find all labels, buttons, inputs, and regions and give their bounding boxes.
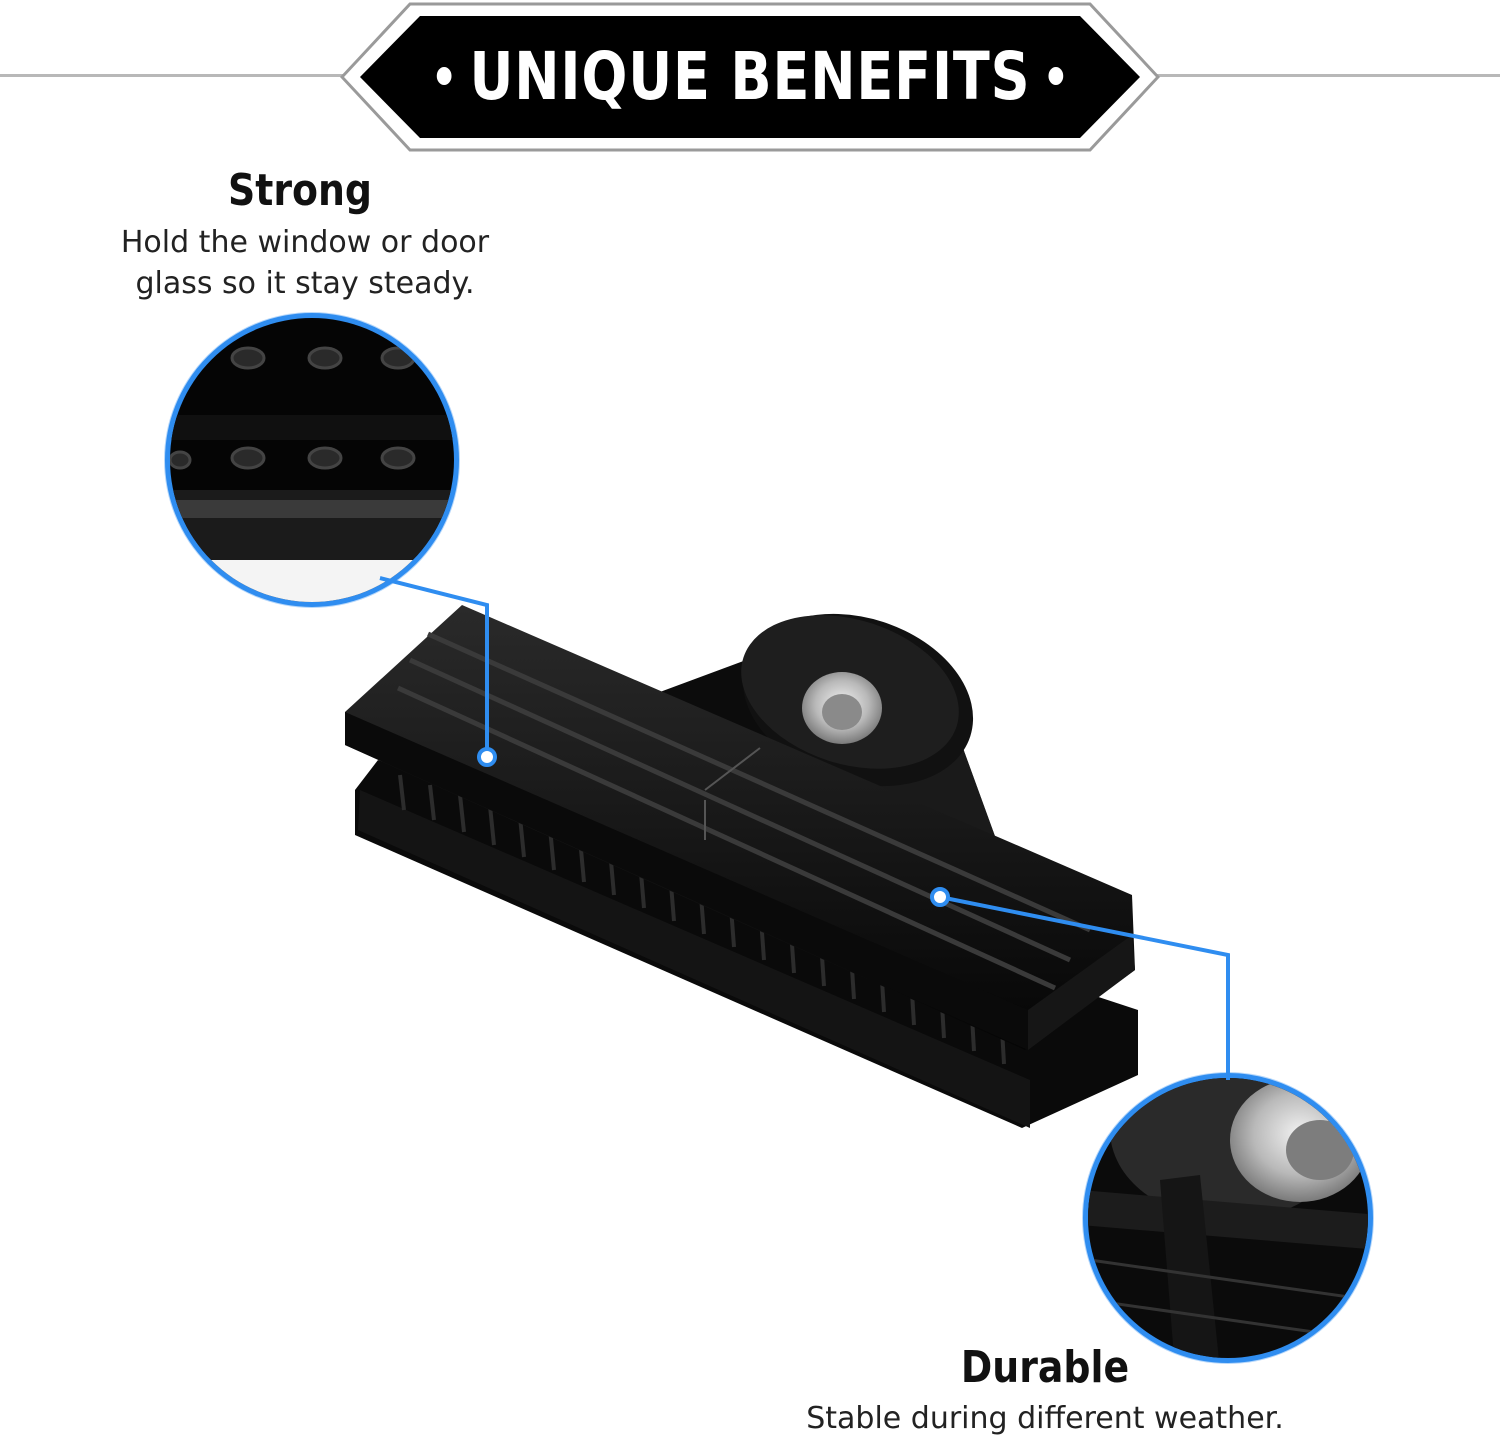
bullet-dot-left bbox=[436, 67, 452, 85]
bullet-dot-right bbox=[1048, 67, 1064, 85]
feature-title-strong: Strong bbox=[227, 165, 373, 216]
feature-desc-strong-line1: Hold the window or door bbox=[120, 225, 490, 260]
header-divider-left bbox=[0, 74, 350, 77]
feature-desc-strong-line2: glass so it stay steady. bbox=[135, 266, 475, 301]
banner-title: UNIQUE BENEFITS bbox=[414, 30, 1086, 122]
feature-desc-strong: Hold the window or door glass so it stay… bbox=[70, 222, 540, 304]
product-top-rail bbox=[345, 605, 1135, 1050]
callout-line-strong bbox=[379, 576, 497, 767]
feature-desc-durable: Stable during different weather. bbox=[806, 1401, 1284, 1436]
banner-title-text: UNIQUE BENEFITS bbox=[469, 37, 1031, 115]
header-divider-right bbox=[1150, 74, 1500, 77]
banner-badge bbox=[340, 2, 1160, 152]
zoom-circle-strong bbox=[164, 312, 460, 608]
product-bracket bbox=[625, 613, 1000, 880]
feature-title-durable: Durable bbox=[960, 1342, 1130, 1393]
zoom-circle-durable bbox=[1082, 1072, 1374, 1364]
callout-line-durable bbox=[930, 887, 1230, 1080]
